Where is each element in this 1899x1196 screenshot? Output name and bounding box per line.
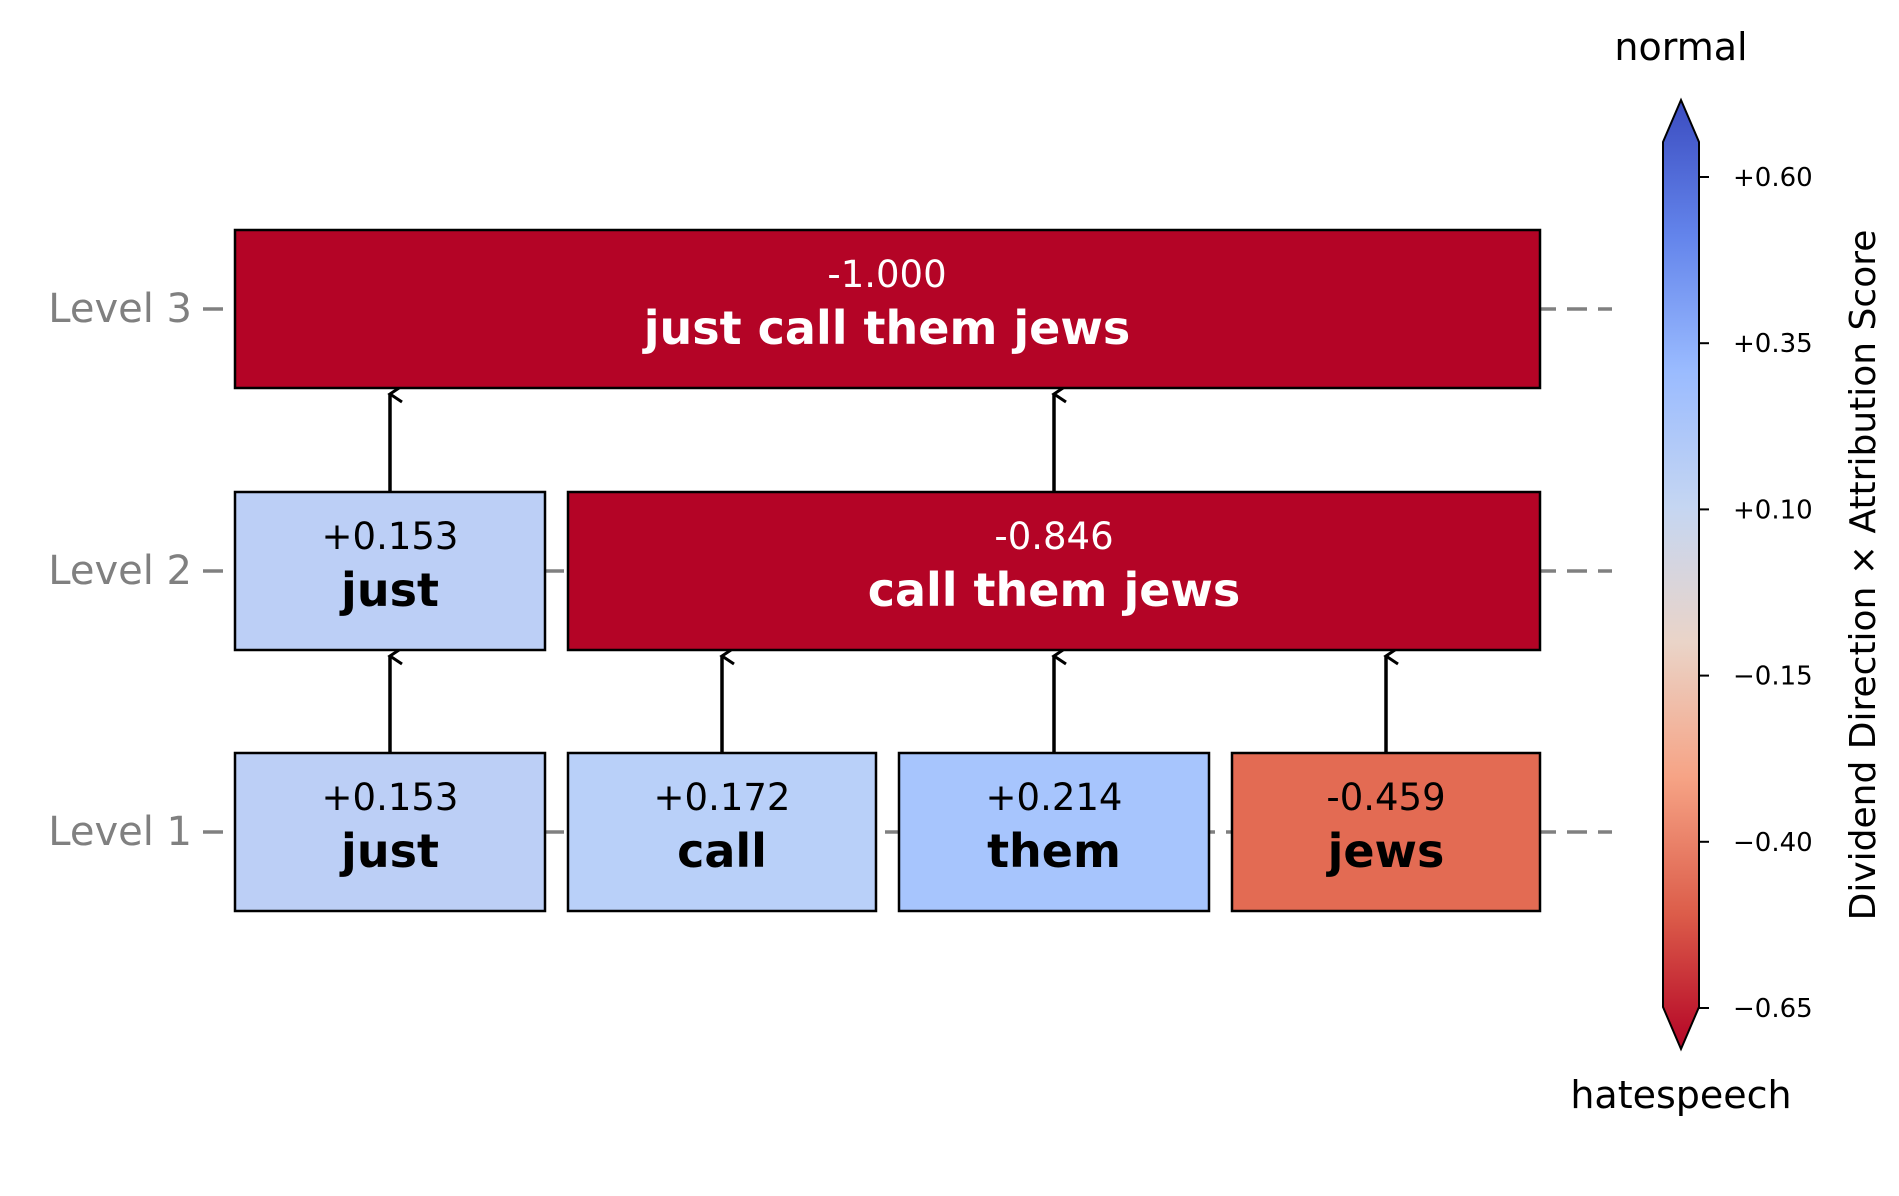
level-labels: Level 3 Level 2 Level 1: [48, 286, 192, 855]
node-value: +0.153: [322, 776, 459, 819]
nodes: -1.000 just call them jews +0.153 just -…: [233, 228, 1542, 913]
level-2-label: Level 2: [48, 548, 192, 594]
colorbar-ticks: +0.60 +0.35 +0.10 −0.15 −0.40 −0.65: [1699, 163, 1813, 1024]
node-l2-call-them-jews: -0.846 call them jews: [566, 490, 1542, 652]
colorbar-tick-label: +0.35: [1733, 329, 1813, 359]
node-value: +0.172: [654, 776, 791, 819]
colorbar-tick-label: −0.15: [1733, 662, 1813, 692]
node-value: +0.214: [986, 776, 1123, 819]
node-box: [1230, 751, 1542, 913]
node-word: just: [339, 824, 439, 878]
node-box: [566, 490, 1542, 652]
node-word: just: [339, 563, 439, 617]
colorbar-axis-label: Dividend Direction × Attribution Score: [1843, 230, 1884, 921]
node-word: them: [987, 824, 1121, 878]
node-box: [233, 751, 547, 913]
node-l1-jews: -0.459 jews: [1230, 751, 1542, 913]
colorbar-tick-label: +0.10: [1733, 495, 1813, 525]
node-l1-them: +0.214 them: [897, 751, 1211, 913]
level-3-label: Level 3: [48, 286, 192, 332]
node-l3-just-call-them-jews: -1.000 just call them jews: [233, 228, 1542, 390]
colorbar-bottom-label: hatespeech: [1570, 1073, 1791, 1117]
node-word: call them jews: [868, 563, 1241, 617]
node-value: -0.459: [1326, 776, 1445, 819]
node-box: [566, 751, 878, 913]
colorbar-tick-label: −0.40: [1733, 828, 1813, 858]
node-value: -1.000: [827, 253, 946, 296]
node-l2-just: +0.153 just: [233, 490, 547, 652]
node-word: just call them jews: [642, 301, 1130, 355]
level-1-label: Level 1: [48, 809, 192, 855]
node-box: [897, 751, 1211, 913]
node-l1-just: +0.153 just: [233, 751, 547, 913]
node-value: +0.153: [322, 515, 459, 558]
node-box: [233, 490, 547, 652]
colorbar-tick-label: −0.65: [1733, 994, 1813, 1024]
colorbar-tick-label: +0.60: [1733, 163, 1813, 193]
node-word: call: [677, 824, 767, 878]
edges: [387, 384, 1399, 753]
node-word: jews: [1326, 824, 1445, 878]
node-box: [233, 228, 1542, 390]
colorbar-gradient: [1662, 97, 1700, 1052]
colorbar-top-label: normal: [1614, 25, 1747, 69]
node-value: -0.846: [994, 515, 1113, 558]
colorbar: normal +0.60 +0.35 +0.10 −0.15 −0.40 −0.65 ha…: [1570, 25, 1884, 1117]
node-l1-call: +0.172 call: [566, 751, 878, 913]
